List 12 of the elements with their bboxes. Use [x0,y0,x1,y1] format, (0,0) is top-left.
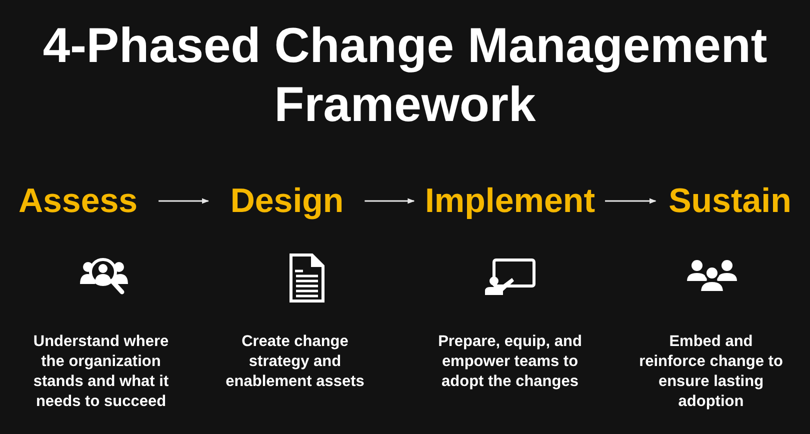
phase-description: Prepare, equip, and empower teams to adopt the changes [437,332,583,392]
phase-description: Create change strategy and enablement assets [224,332,366,392]
title: 4-Phased Change Management Framework [42,18,768,134]
arrow [605,198,656,204]
phase-heading: Sustain [656,181,792,221]
phase-heading: Assess [18,181,159,221]
arrow [158,198,210,204]
phase-heading: Design [208,181,365,221]
phase-description: Understand where the organization stands and what it needs to succeed [32,332,170,412]
arrow [364,198,415,204]
phase-heading: Implement [414,181,606,221]
phase-description: Embed and reinforce change to ensure lasting adoption [638,332,784,412]
